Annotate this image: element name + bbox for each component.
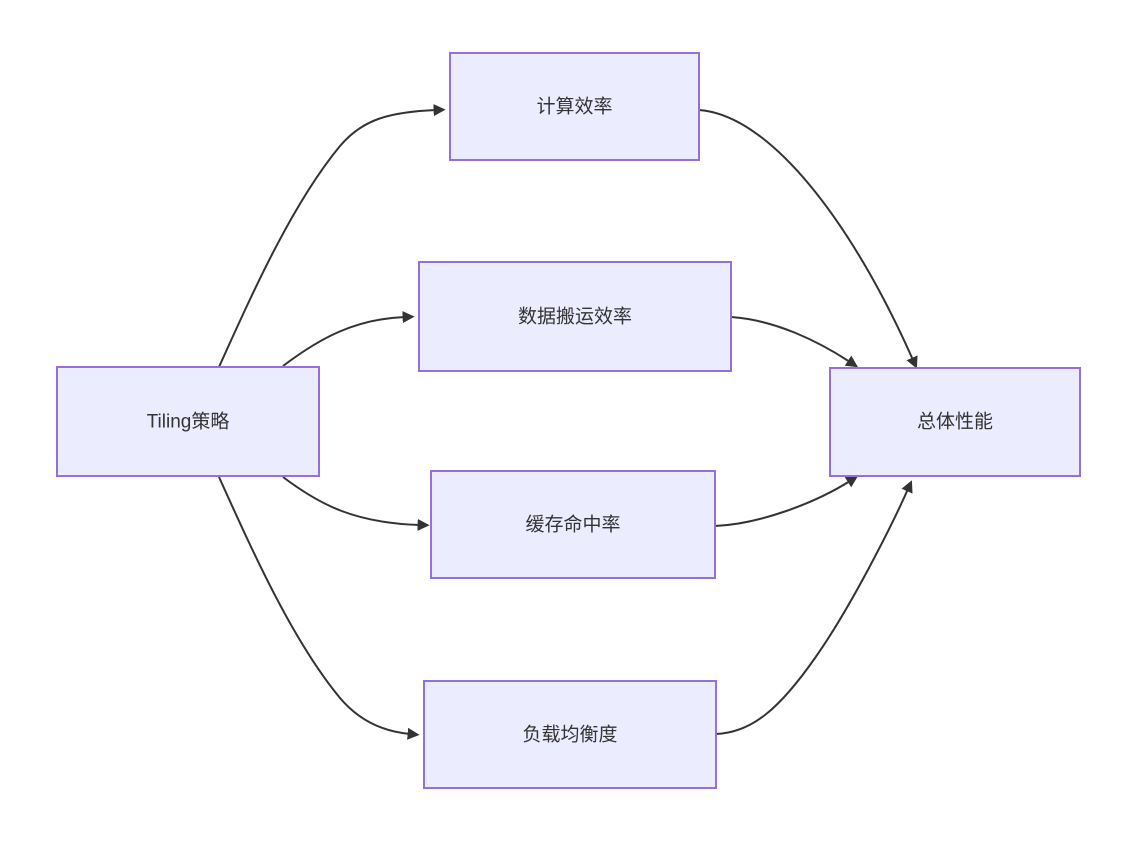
node-compute-efficiency-label: 计算效率 [536, 96, 612, 118]
edge-tiling-to-load-balance [218, 476, 420, 740]
node-tiling-strategy: Tiling策略 [56, 366, 320, 477]
edge-compute-efficiency-to-overall [698, 109, 918, 369]
node-tiling-strategy-label: Tiling策略 [147, 411, 230, 433]
node-overall-performance-label: 总体性能 [917, 411, 993, 433]
edge-tiling-to-cache-hit-rate [282, 476, 430, 531]
edge-data-movement-to-overall [730, 316, 859, 368]
node-tiling-strategy-box [56, 366, 320, 477]
node-compute-efficiency-box [449, 52, 700, 161]
node-cache-hit-rate-label: 缓存命中率 [525, 514, 620, 536]
edge-load-balance-to-overall [714, 480, 913, 735]
edge-group [218, 104, 918, 740]
node-compute-efficiency: 计算效率 [449, 52, 700, 161]
node-load-balance-label: 负载均衡度 [522, 724, 617, 746]
node-data-movement-efficiency: 数据搬运效率 [418, 261, 732, 372]
node-cache-hit-rate-box [430, 470, 716, 579]
edge-tiling-to-compute-efficiency [218, 104, 446, 368]
edge-tiling-to-data-movement [282, 311, 415, 367]
node-overall-performance: 总体性能 [829, 367, 1081, 477]
node-data-movement-efficiency-box [418, 261, 732, 372]
node-cache-hit-rate: 缓存命中率 [430, 470, 716, 579]
node-load-balance: 负载均衡度 [423, 680, 717, 789]
node-load-balance-box [423, 680, 717, 789]
edge-cache-hit-rate-to-overall [714, 475, 859, 527]
node-data-movement-efficiency-label: 数据搬运效率 [518, 306, 632, 328]
node-overall-performance-box [829, 367, 1081, 477]
